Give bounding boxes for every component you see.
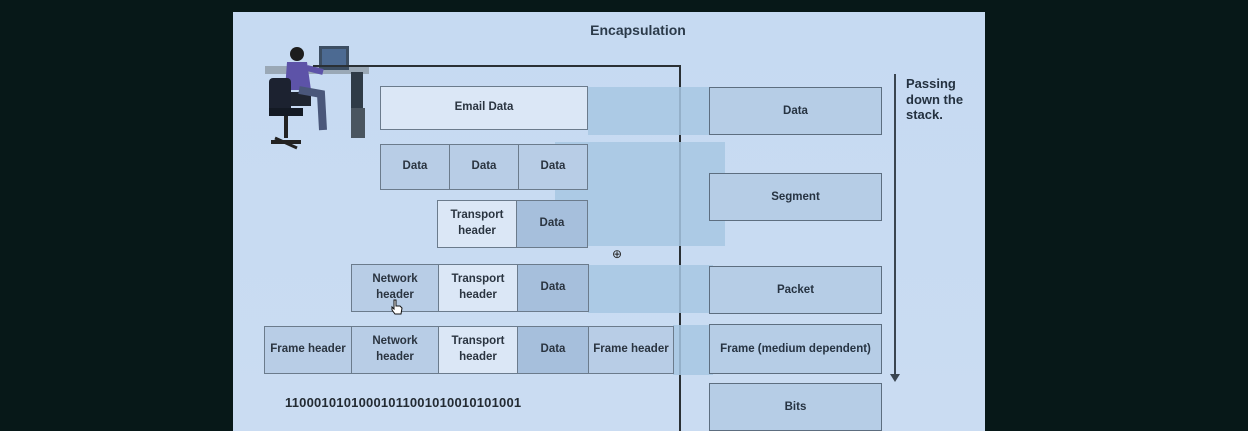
layer-bits: Bits [709,383,882,431]
data-cell: Data [449,144,519,190]
frame-trailer-cell: Frame header [588,326,674,374]
frame-right-line [679,65,681,431]
data-cell: Data [380,144,450,190]
down-arrow-line [894,74,896,376]
down-arrow-icon [890,374,900,382]
layer-frame: Frame (medium dependent) [709,324,882,374]
frame-header-cell: Frame header [264,326,352,374]
frame-top-line [313,65,681,67]
row-packet: Network header Transport header Data [351,264,589,312]
layer-segment: Segment [709,173,882,221]
computer-user-icon [265,46,369,150]
transport-header-cell: Transport header [438,326,518,374]
hand-cursor-icon [391,299,403,315]
transport-header-cell: Transport header [438,264,518,312]
passing-down-label: Passing down the stack. [906,76,964,123]
row-split-data: Data Data Data [380,144,588,190]
email-data-cell: Email Data [380,86,588,130]
data-cell: Data [517,326,589,374]
data-cell: Data [517,264,589,312]
row-email-data: Email Data [380,86,588,130]
layer-packet: Packet [709,266,882,314]
band-packet [588,265,713,313]
diagram-title: Encapsulation [590,22,686,38]
data-cell: Data [516,200,588,248]
data-cell: Data [518,144,588,190]
band-data [588,87,713,135]
layer-data: Data [709,87,882,135]
band-frame [673,325,713,375]
crosshair-icon: ⊕ [612,247,623,261]
row-segment: Transport header Data [437,200,588,248]
transport-header-cell: Transport header [437,200,517,248]
diagram-slide: Encapsulation Email Data Data Data Data … [233,12,985,431]
network-header-cell: Network header [351,326,439,374]
row-frame: Frame header Network header Transport he… [264,326,674,374]
bits-stream: 11000101010001011001010010101001 [285,395,522,410]
